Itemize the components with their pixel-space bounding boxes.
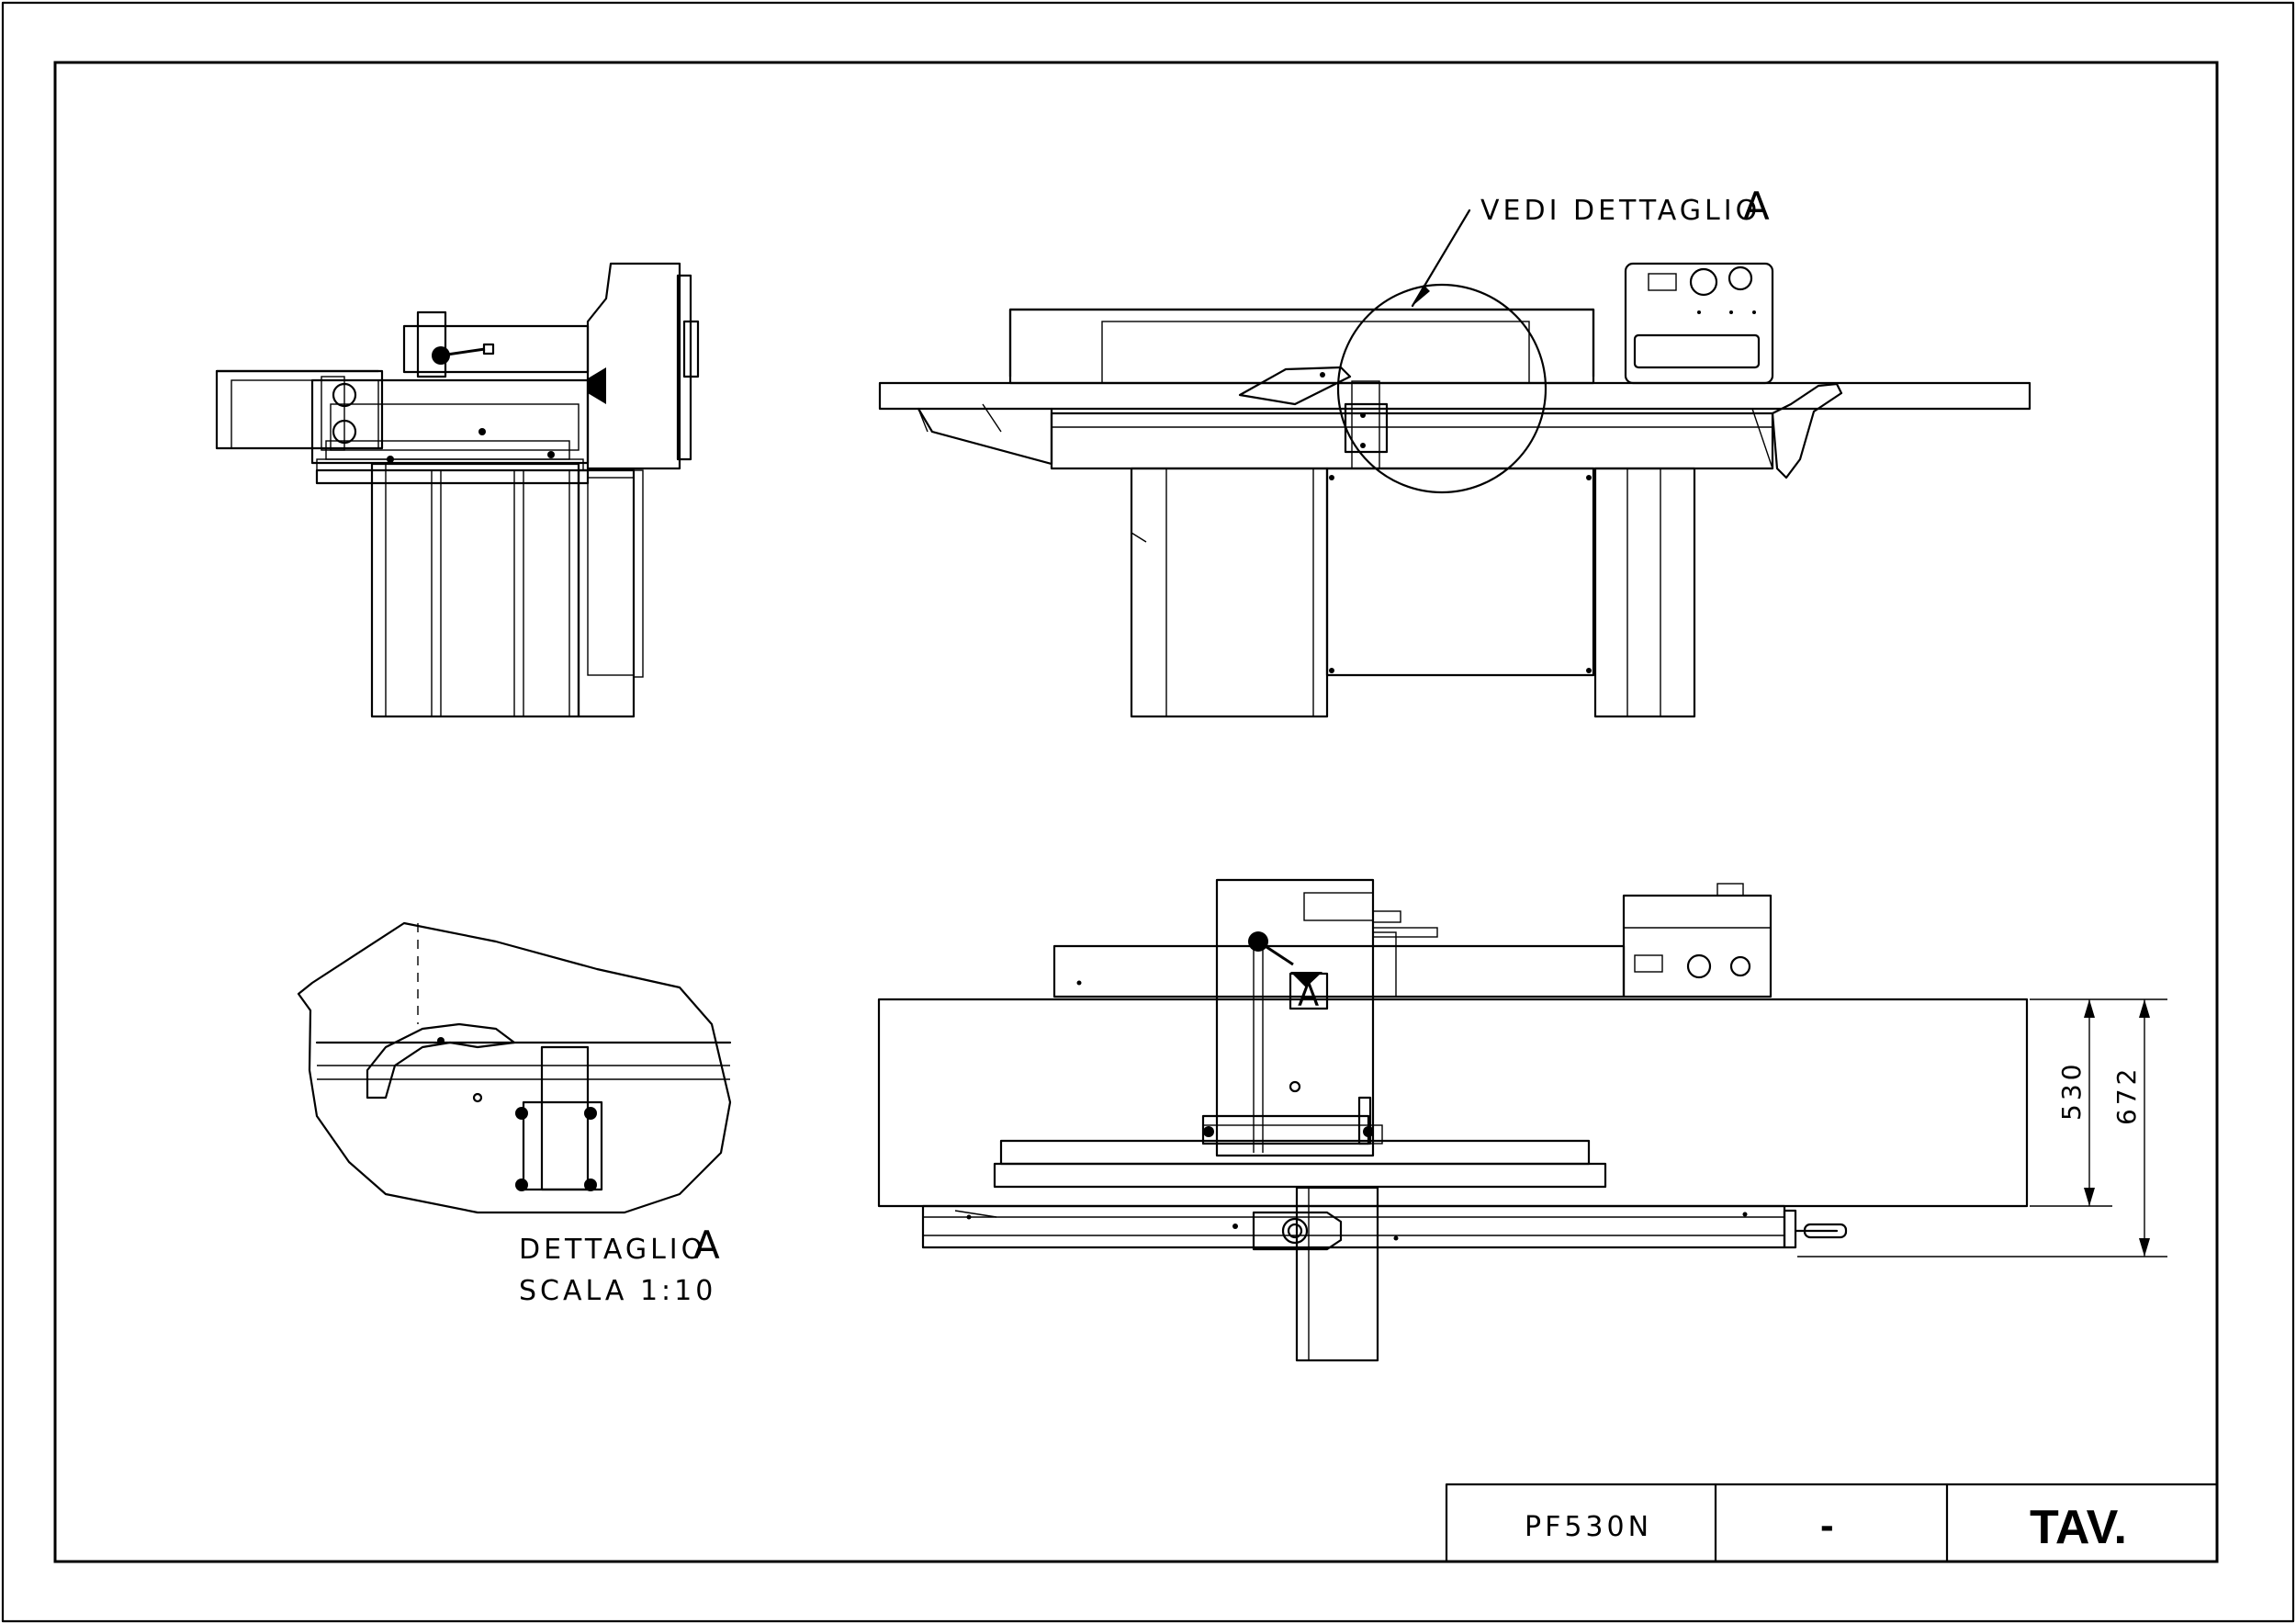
dimensions	[1797, 998, 2167, 1257]
model-code: PF530N	[1525, 1511, 1652, 1543]
front-view	[878, 209, 2032, 718]
revision-field: -	[1820, 1503, 1834, 1548]
detail-a-view	[297, 921, 732, 1214]
detail-letter: A	[693, 1223, 724, 1268]
detail-scale: SCALA 1:10	[519, 1275, 716, 1307]
dimension-672: 672	[2111, 1066, 2142, 1125]
side-view	[215, 262, 700, 718]
sheet-label: TAV.	[2030, 1501, 2127, 1554]
dimension-530: 530	[2056, 1061, 2087, 1121]
view-marker-letter: A	[1298, 977, 1322, 1014]
drawing-frame	[53, 61, 2219, 1563]
plan-view: A	[877, 878, 2029, 1362]
title-block	[1445, 1483, 2219, 1563]
detail-title: DETTAGLIO	[519, 1234, 706, 1266]
detail-callout-letter: A	[1743, 184, 1773, 229]
detail-callout-prefix: VEDI DETTAGLIO	[1480, 195, 1761, 227]
